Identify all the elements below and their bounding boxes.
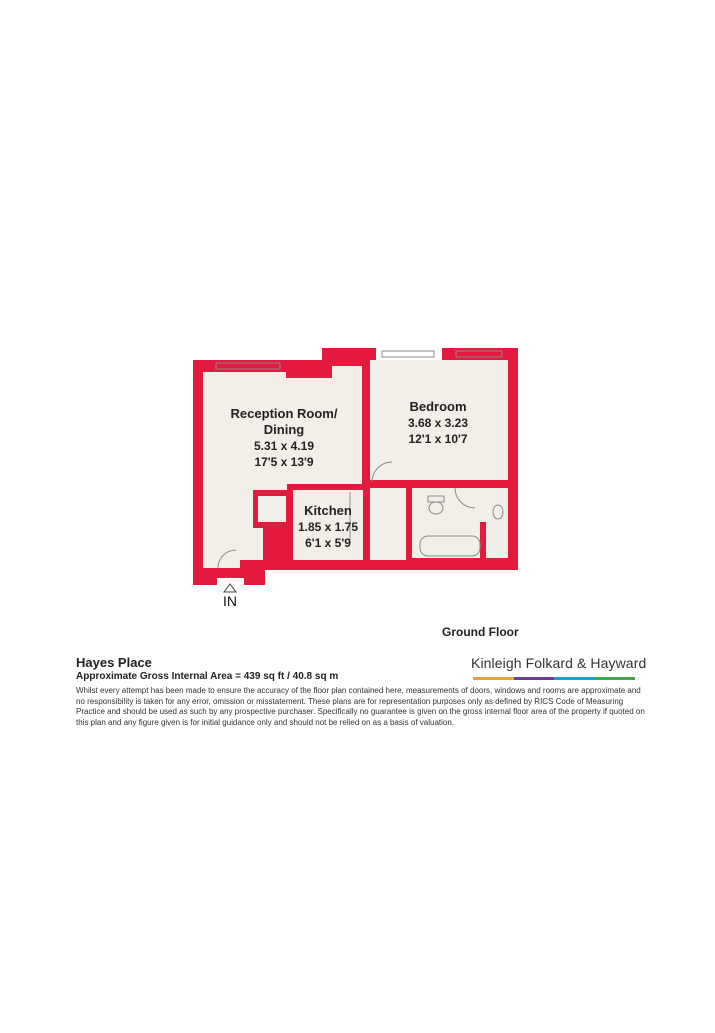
entrance-floor: [203, 500, 263, 568]
reception-metric: 5.31 x 4.19: [254, 439, 314, 453]
door-swing-bedroom: [371, 461, 393, 483]
door-swing-bathroom: [454, 487, 476, 509]
entrance-marker: IN: [223, 583, 237, 609]
kitchen-name: Kitchen: [304, 503, 352, 518]
brand-logo-text: Kinleigh Folkard & Hayward: [471, 655, 647, 671]
bedroom-metric: 3.68 x 3.23: [408, 416, 468, 430]
wall-kitchen-top: [292, 484, 363, 490]
brand-color-bar: [473, 677, 635, 680]
entrance-label: IN: [223, 593, 237, 609]
kitchen-imperial: 6'1 x 5'9: [305, 536, 351, 550]
reception-imperial: 17'5 x 13'9: [254, 455, 313, 469]
floor-name: Ground Floor: [442, 625, 519, 639]
wall-kitchen-left: [287, 484, 293, 564]
hall-floor: [370, 480, 406, 560]
brand-bar-segment: [513, 677, 554, 680]
wall-kitchen-right: [363, 482, 370, 564]
basin: [492, 504, 504, 520]
entrance-arrow-icon: [223, 583, 237, 593]
brand-bar-segment: [473, 677, 514, 680]
wall-bath-inner: [480, 522, 486, 558]
internal-walls: [193, 360, 508, 585]
reception-name-line1: Reception Room/: [231, 406, 338, 421]
brand-bar-segment: [594, 677, 635, 680]
wall-reception-bedroom: [362, 360, 370, 482]
wall-hall-right: [406, 482, 412, 562]
property-name: Hayes Place: [76, 655, 152, 670]
bathroom-floor: [412, 488, 508, 558]
gross-internal-area: Approximate Gross Internal Area = 439 sq…: [76, 671, 339, 682]
cupboard-floor: [258, 496, 286, 522]
bedroom-floor: [370, 360, 508, 480]
reception-name-line2: Dining: [264, 422, 304, 437]
toilet-cistern: [427, 495, 445, 503]
bathtub: [419, 535, 481, 557]
wall-bath-top: [370, 480, 508, 488]
kitchen-floor: [293, 490, 363, 560]
room-floors: [203, 360, 508, 568]
bedroom-window-right: [455, 350, 503, 358]
disclaimer-text: Whilst every attempt has been made to en…: [76, 686, 645, 727]
wall-entrance-bottom: [193, 560, 203, 585]
wall-cupboard-mid: [253, 522, 287, 528]
reception-floor: [203, 366, 362, 500]
wall-cupboard-top: [253, 490, 293, 496]
bedroom-window: [381, 350, 435, 358]
bedroom-name: Bedroom: [409, 399, 466, 414]
kitchen-metric: 1.85 x 1.75: [298, 520, 358, 534]
bedroom-imperial: 12'1 x 10'7: [408, 432, 467, 446]
reception-window: [215, 362, 281, 370]
door-swing-entrance: [217, 549, 237, 569]
room-labels: Reception Room/ Dining 5.31 x 4.19 17'5 …: [231, 399, 469, 550]
brand-bar-segment: [554, 677, 595, 680]
wall-cupboard-left: [253, 490, 258, 528]
fixtures: [215, 350, 504, 569]
